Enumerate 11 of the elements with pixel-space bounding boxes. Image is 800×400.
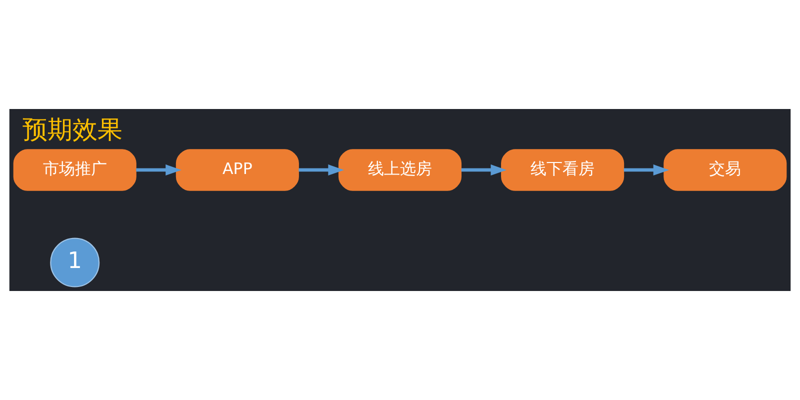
arrow (624, 164, 670, 176)
node-box: 交易 (664, 149, 787, 191)
node-box: 线下看房 (501, 149, 624, 191)
arrow (136, 164, 182, 176)
arrow (461, 164, 507, 176)
node-box: APP (176, 149, 299, 191)
node-box: 线上选房 (338, 149, 462, 191)
diagram-title: 预期效果 (22, 114, 123, 144)
node-circle: 1 (50, 238, 100, 288)
arrow (298, 164, 344, 176)
node-box: 市场推广 (13, 149, 136, 191)
